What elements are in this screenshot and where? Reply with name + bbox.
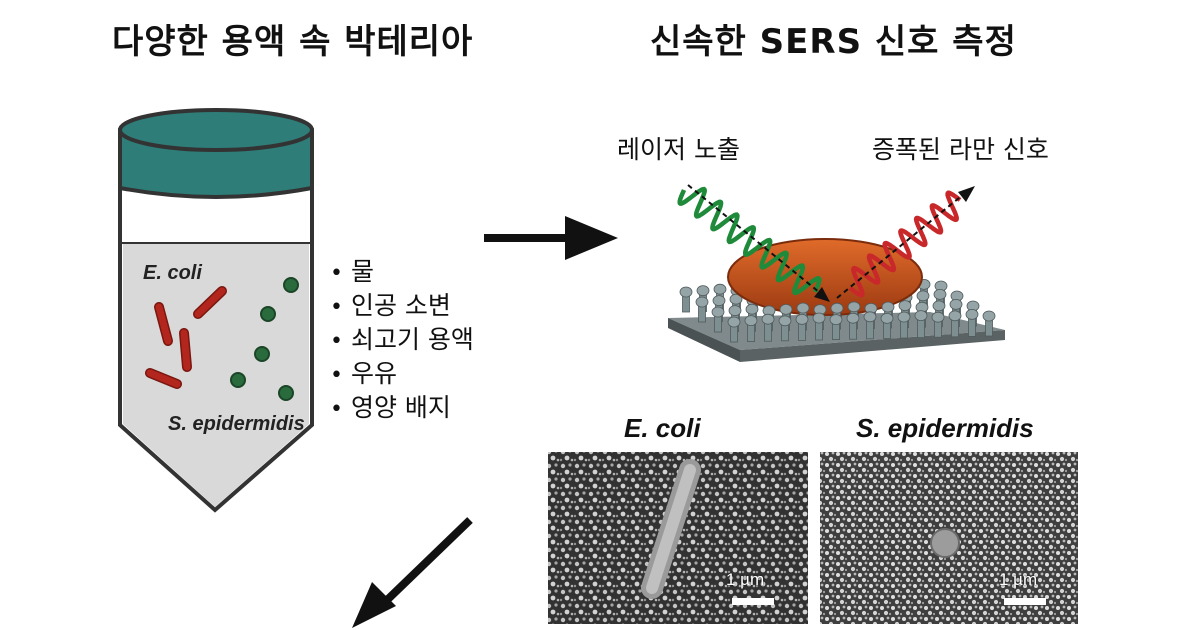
raman-wave: [848, 190, 962, 298]
nanopillar: [711, 306, 725, 333]
scale-bar: [732, 598, 774, 605]
solution-item: 영양 배지: [330, 392, 474, 426]
rod-bacterium: [146, 369, 181, 388]
rod-bacterium: [155, 303, 172, 345]
sers-substrate: [668, 238, 1005, 362]
laser-wave: [677, 186, 822, 296]
nanopillar: [727, 316, 741, 343]
sem-sepi-cell: [930, 528, 960, 558]
nanopillar: [761, 313, 775, 342]
sem-image-sepi: [820, 452, 1078, 624]
incident-beam-arrow: [687, 184, 830, 302]
scale-bar: [1004, 598, 1046, 605]
solution-item: 우유: [330, 358, 474, 392]
nanopillar: [812, 312, 826, 341]
rod-bacteria: [145, 286, 227, 389]
right-arrow: [484, 216, 618, 260]
scale-bar-label: 1 µm: [726, 570, 765, 589]
sem-image-ecoli: [548, 452, 808, 624]
substrate-left: [668, 318, 740, 362]
down-left-arrow: [352, 517, 473, 628]
solution-list: 물 인공 소변 쇠고기 용액 우유 영양 배지: [330, 256, 474, 426]
falcon-tube: [118, 108, 314, 513]
rod-bacterium: [180, 329, 191, 371]
coccus: [254, 346, 270, 362]
sem-ecoli-label: E. coli: [624, 413, 701, 443]
right-panel-title: 신속한 SERS 신호 측정: [650, 22, 1017, 62]
cocci-bacteria: [230, 277, 299, 401]
nanopillar: [695, 296, 709, 323]
tube-sepi-label: S. epidermidis: [168, 413, 305, 435]
coccus: [278, 385, 294, 401]
tube-cap-top: [118, 108, 314, 152]
nanopillar-array-front: [711, 298, 996, 343]
solution-item: 물: [330, 256, 474, 290]
nanopillar: [795, 313, 809, 341]
sem-sepi-label: S. epidermidis: [856, 413, 1034, 443]
substrate-front: [740, 330, 1005, 362]
nanopillar: [863, 311, 877, 340]
tube-ecoli-label: E. coli: [143, 262, 202, 284]
nanopillar: [829, 314, 843, 341]
nanopillar: [982, 310, 996, 337]
nanopillar: [931, 311, 945, 338]
scattered-beam-arrow: [836, 186, 975, 299]
nanopillar: [778, 315, 792, 342]
nanopillar: [948, 310, 962, 338]
solution-item: 쇠고기 용액: [330, 324, 474, 358]
coccus: [283, 277, 299, 293]
nanopillar: [897, 311, 911, 339]
rod-bacterium: [194, 287, 226, 318]
nanopillar: [679, 286, 693, 313]
laser-exposure-label: 레이저 노출: [617, 135, 740, 164]
nanopillar: [744, 315, 758, 343]
scale-bar-label: 1 µm: [999, 570, 1038, 589]
nanopillar: [880, 312, 894, 339]
solution-item: 인공 소변: [330, 290, 474, 324]
coccus: [260, 306, 276, 322]
left-panel-title: 다양한 용액 속 박테리아: [112, 22, 474, 62]
nanopillar: [965, 308, 979, 337]
nanopillar: [846, 312, 860, 340]
coccus: [230, 372, 246, 388]
raman-signal-label: 증폭된 라만 신호: [872, 135, 1049, 164]
nanopillar: [914, 310, 928, 339]
